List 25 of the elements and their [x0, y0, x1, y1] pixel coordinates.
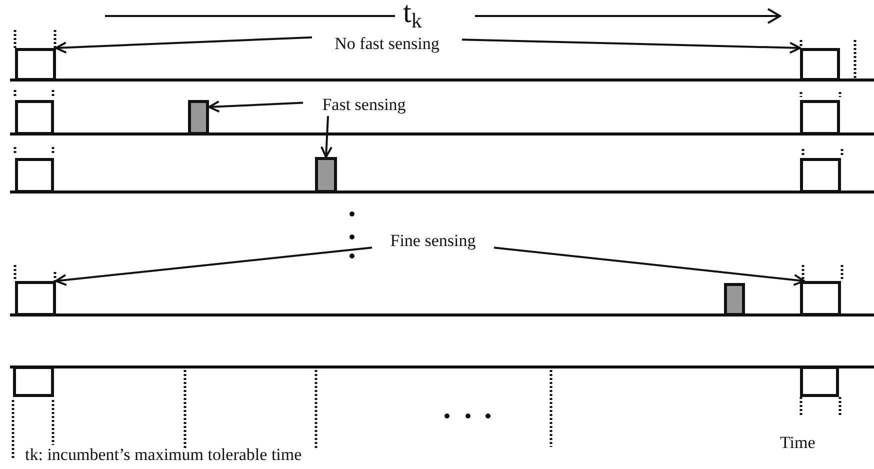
arrow — [55, 246, 372, 286]
callout-text: Fine sensing — [372, 230, 494, 252]
sensing-slot — [13, 366, 54, 397]
arrow — [55, 36, 312, 54]
footnote-text: tk: incumbent’s maximum tolerable time — [25, 446, 302, 465]
axis-label: Time — [780, 434, 816, 453]
sensing-slot — [15, 48, 56, 81]
sensing-slot — [15, 100, 54, 135]
callout-text: Fast sensing — [303, 94, 425, 116]
arrow — [320, 116, 332, 158]
sensing-slot — [800, 366, 839, 397]
duration-label: t$_{k}$ — [403, 0, 422, 32]
arrow — [208, 100, 304, 113]
arrow — [494, 246, 806, 286]
sensing-slot — [800, 48, 840, 81]
sensing-slot — [15, 281, 56, 316]
callout-text: No fast sensing — [312, 33, 462, 55]
fast-sensing-block — [315, 157, 337, 193]
sensing-slot — [800, 158, 841, 193]
sensing-slot — [800, 100, 840, 135]
fast-sensing-block — [724, 283, 745, 316]
sensing-slot — [15, 158, 54, 193]
arrow — [462, 38, 801, 54]
fast-sensing-block — [188, 100, 209, 135]
sensing-slot — [800, 281, 841, 316]
